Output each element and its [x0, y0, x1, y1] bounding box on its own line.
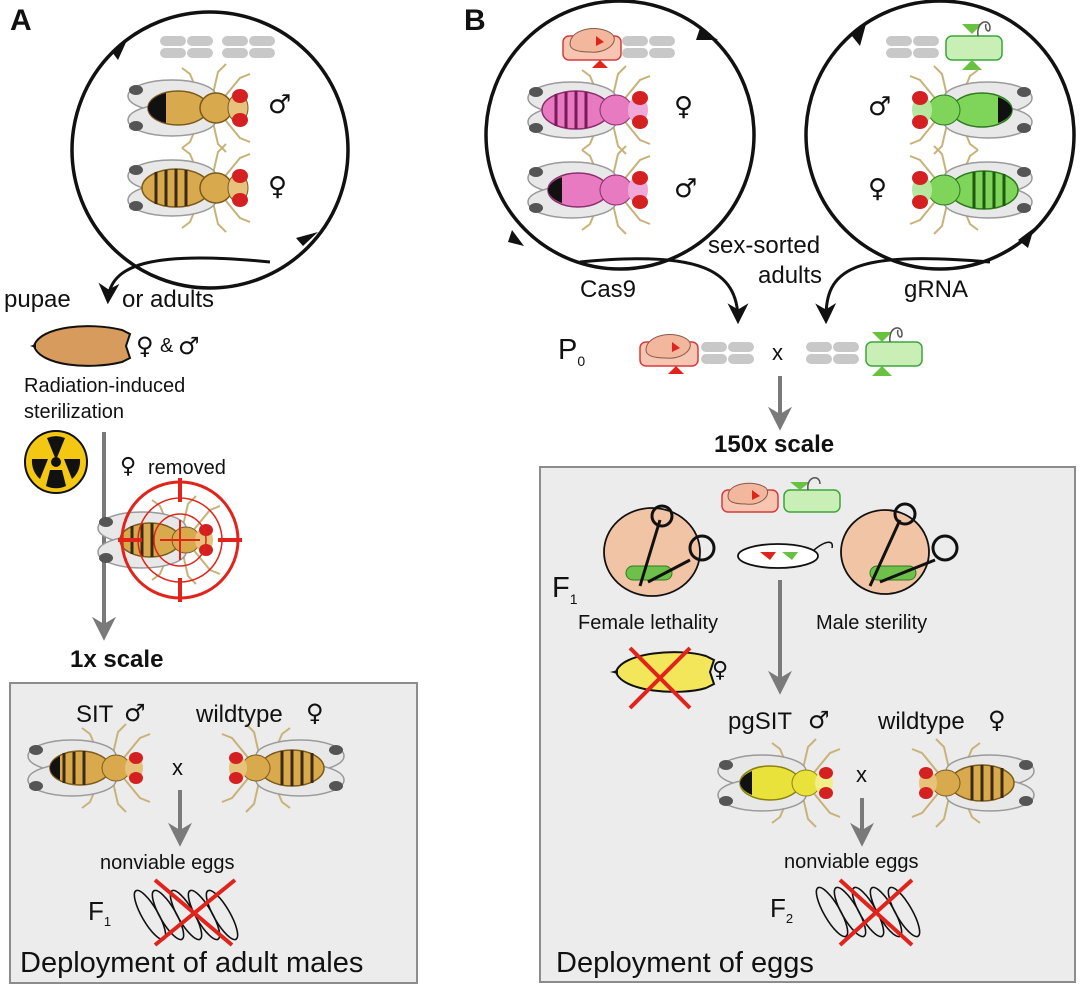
radiation-label-line1: Radiation-induced	[24, 375, 186, 397]
male-symbol: ♂	[868, 92, 892, 122]
fly-icon-cas9-male	[527, 145, 651, 235]
generation-f1-a: F1	[88, 896, 112, 930]
female-symbol: ♀	[674, 92, 694, 122]
scale-label-b: 150x scale	[714, 431, 835, 458]
scissors-icon	[868, 502, 959, 587]
cross-symbol-p0: x	[772, 340, 783, 365]
cross-symbol-b: x	[856, 762, 867, 787]
fly-icon-wildtype-female-b	[911, 738, 1035, 828]
cross-symbol-a: x	[172, 755, 183, 780]
scale-label-a: 1x scale	[70, 646, 164, 673]
radiation-label-line2: sterilization	[24, 401, 125, 423]
complex-icon	[737, 541, 834, 569]
sex-sorted-label-line1: sex-sorted	[708, 232, 821, 259]
arrow-grna-to-p0	[815, 257, 991, 325]
panel-letter-a: A	[10, 4, 32, 37]
male-symbol: ♂	[808, 706, 830, 734]
lifecycle-circle-cas9	[484, 0, 756, 271]
female-symbol: ♀	[306, 699, 324, 727]
sit-label: SIT	[76, 701, 114, 728]
generation-f2: F2	[770, 893, 794, 927]
scissors-icon	[638, 504, 716, 587]
pupae-label: pupae	[4, 286, 71, 313]
pgsit-label: pgSIT	[728, 708, 793, 735]
lifecycle-circle-a	[70, 10, 350, 290]
chromosome-icon-cas9	[562, 28, 675, 68]
chromosome-icon-p0-grna	[806, 327, 923, 376]
fly-icon-male-wildtype	[127, 63, 251, 153]
female-symbol: ♀	[268, 172, 288, 202]
pupa-icon-b	[610, 646, 716, 710]
male-sterility-label: Male sterility	[816, 612, 928, 634]
deployment-box-a	[9, 682, 418, 984]
fly-icon-grna-male	[909, 65, 1033, 155]
generation-p0: P0	[558, 334, 586, 369]
fly-icon-grna-female	[909, 145, 1033, 235]
fly-icon-wildtype-female-a	[221, 723, 345, 813]
wildtype-label: wildtype	[196, 701, 283, 728]
sex-sorted-label-line2: adults	[758, 262, 823, 289]
chromosome-icon	[160, 36, 213, 58]
female-symbol: ♀	[136, 332, 154, 360]
deployment-label-b: Deployment of eggs	[556, 947, 814, 979]
female-symbol: ♀	[868, 174, 888, 204]
chromosome-icon-f1	[721, 477, 841, 513]
eggs-label-a: nonviable eggs	[100, 852, 235, 874]
generation-f1-b: F1	[552, 572, 578, 607]
fly-icon-sit-male	[27, 723, 151, 813]
pupa-icon-a	[30, 325, 132, 367]
fly-icon-pgsit-male	[717, 738, 841, 828]
cas9-label: Cas9	[580, 276, 637, 303]
target-icon	[118, 478, 242, 602]
fly-icon-female-wildtype	[127, 143, 251, 233]
female-tissue	[603, 507, 701, 597]
grna-label: gRNA	[904, 276, 969, 303]
adults-label: or adults	[122, 286, 215, 313]
panel-a	[9, 10, 418, 984]
fly-icon-targeted-female	[97, 495, 221, 585]
panel-b	[484, 0, 1076, 983]
ampersand: &	[160, 335, 174, 357]
female-lethality-label: Female lethality	[578, 612, 719, 634]
eggs-label-b: nonviable eggs	[784, 851, 919, 873]
egg-icon-group-b	[810, 878, 926, 947]
wildtype-label-b: wildtype	[878, 708, 965, 735]
female-symbol: ♀	[988, 706, 1006, 734]
egg-icon-group-a	[128, 878, 244, 947]
panel-letter-b: B	[464, 4, 486, 37]
chromosome-icon	[222, 36, 275, 58]
male-symbol: ♂	[124, 699, 146, 727]
deployment-label-a: Deployment of adult males	[20, 947, 364, 979]
arrow-to-pupae	[98, 256, 271, 305]
lifecycle-circle-grna	[804, 0, 1076, 271]
radiation-icon	[24, 430, 88, 494]
female-symbol: ♀	[120, 454, 137, 479]
male-symbol: ♂	[178, 332, 200, 360]
male-symbol: ♂	[268, 90, 292, 120]
male-symbol: ♂	[674, 174, 698, 204]
removed-label: removed	[148, 457, 226, 479]
arrow-cas9-to-p0	[579, 257, 749, 325]
fly-icon-cas9-female	[527, 65, 651, 155]
chromosome-icon-grna	[886, 21, 1003, 70]
chromosome-icon-p0-cas9	[639, 334, 754, 374]
female-symbol: ♀	[712, 658, 729, 683]
